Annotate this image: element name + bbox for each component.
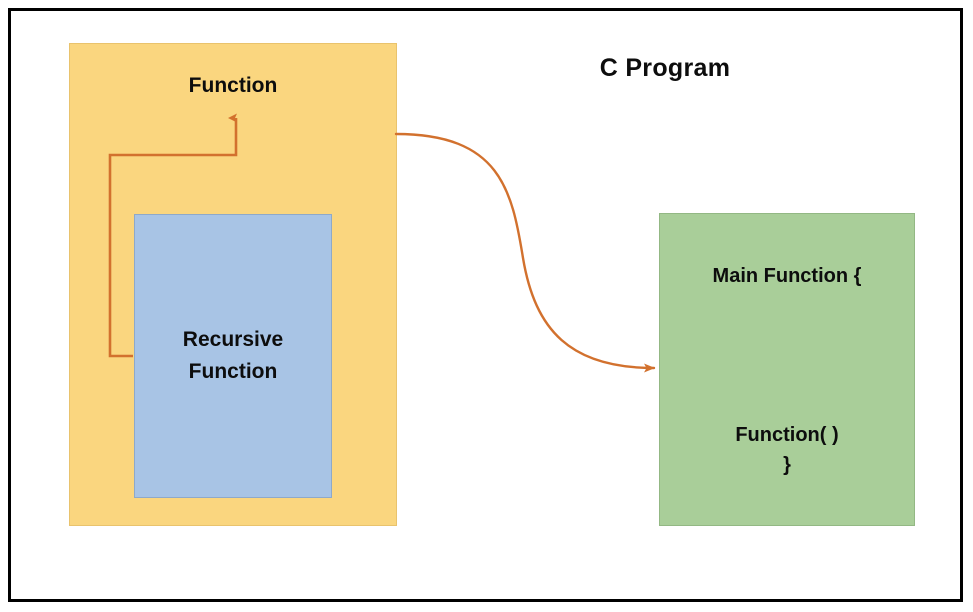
function-label: Function — [188, 74, 278, 97]
recursive-function-label: Recursive Function — [134, 324, 332, 388]
recursive-function-label-line1: Recursive — [182, 328, 284, 351]
closing-brace-text: } — [783, 454, 791, 476]
function-call-text: Function( ) — [735, 424, 839, 446]
page-title: C Program — [599, 54, 731, 82]
main-program-box — [659, 213, 915, 526]
function-call-statement: Function( ) } — [659, 420, 915, 480]
recursive-function-label-line2: Function — [188, 360, 278, 383]
main-function-label: Main Function { — [712, 265, 862, 287]
